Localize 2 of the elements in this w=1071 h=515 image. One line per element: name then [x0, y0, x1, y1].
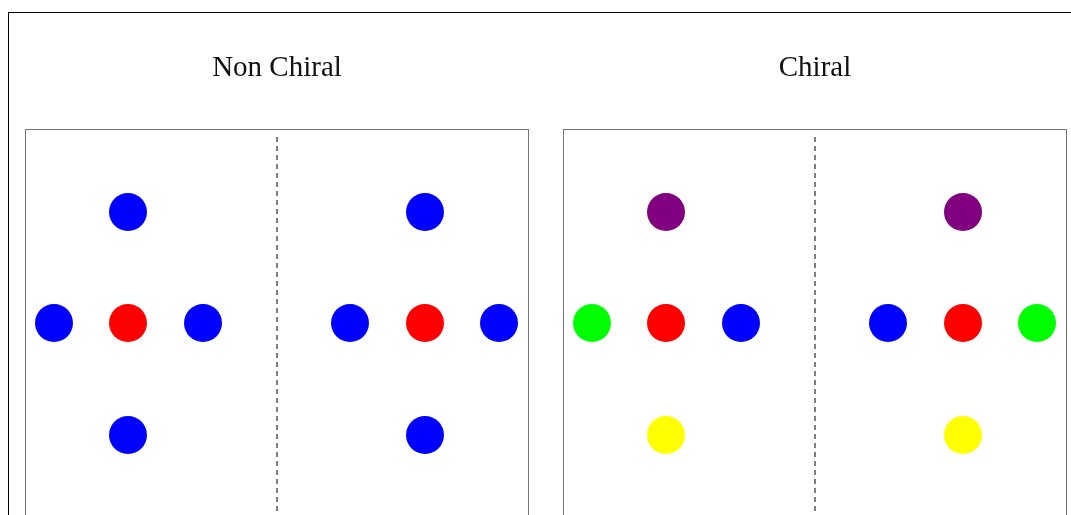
- panel-title: Non Chiral: [212, 50, 342, 83]
- panel-title: Chiral: [778, 50, 852, 83]
